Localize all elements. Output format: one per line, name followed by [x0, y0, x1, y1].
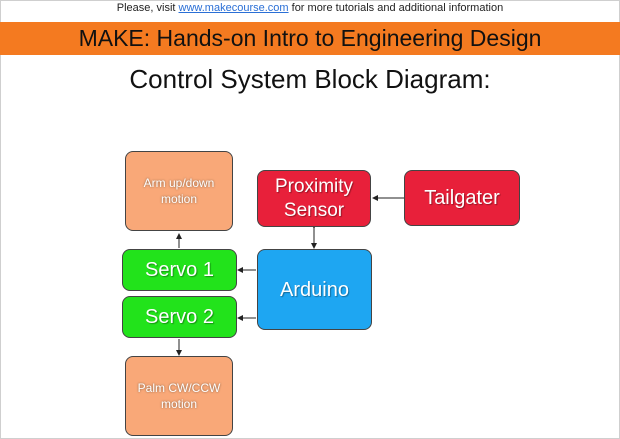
palm-motion-line1: Palm CW/CCW — [137, 381, 221, 395]
arduino-block: Arduino — [257, 249, 372, 330]
arm-motion-block: Arm up/down motion — [125, 151, 233, 231]
tailgater-label: Tailgater — [424, 187, 500, 209]
proximity-sensor-block: Proximity Sensor — [257, 170, 371, 227]
servo2-block: Servo 2 — [122, 296, 237, 338]
banner-title: MAKE: Hands-on Intro to Engineering Desi… — [78, 25, 542, 51]
course-banner: MAKE: Hands-on Intro to Engineering Desi… — [0, 22, 620, 55]
top-note-prefix: Please, visit — [116, 2, 179, 14]
arm-motion-line1: Arm up/down — [143, 176, 215, 190]
servo2-label: Servo 2 — [145, 306, 214, 328]
makecourse-link[interactable]: www.makecourse.com — [178, 2, 289, 14]
servo1-block: Servo 1 — [122, 249, 237, 291]
slide-title: Control System Block Diagram: — [129, 64, 491, 94]
tailgater-block: Tailgater — [404, 170, 520, 226]
top-note-suffix: for more tutorials and additional inform… — [288, 2, 504, 14]
palm-motion-line2: motion — [160, 397, 197, 411]
arm-motion-line2: motion — [160, 192, 197, 206]
proximity-line1: Proximity — [274, 175, 354, 197]
proximity-line2: Sensor — [283, 199, 345, 221]
top-note: Please, visit www.makecourse.com for mor… — [0, 2, 620, 14]
palm-motion-block: Palm CW/CCW motion — [125, 356, 233, 436]
arduino-label: Arduino — [280, 278, 349, 301]
servo1-label: Servo 1 — [145, 259, 214, 281]
